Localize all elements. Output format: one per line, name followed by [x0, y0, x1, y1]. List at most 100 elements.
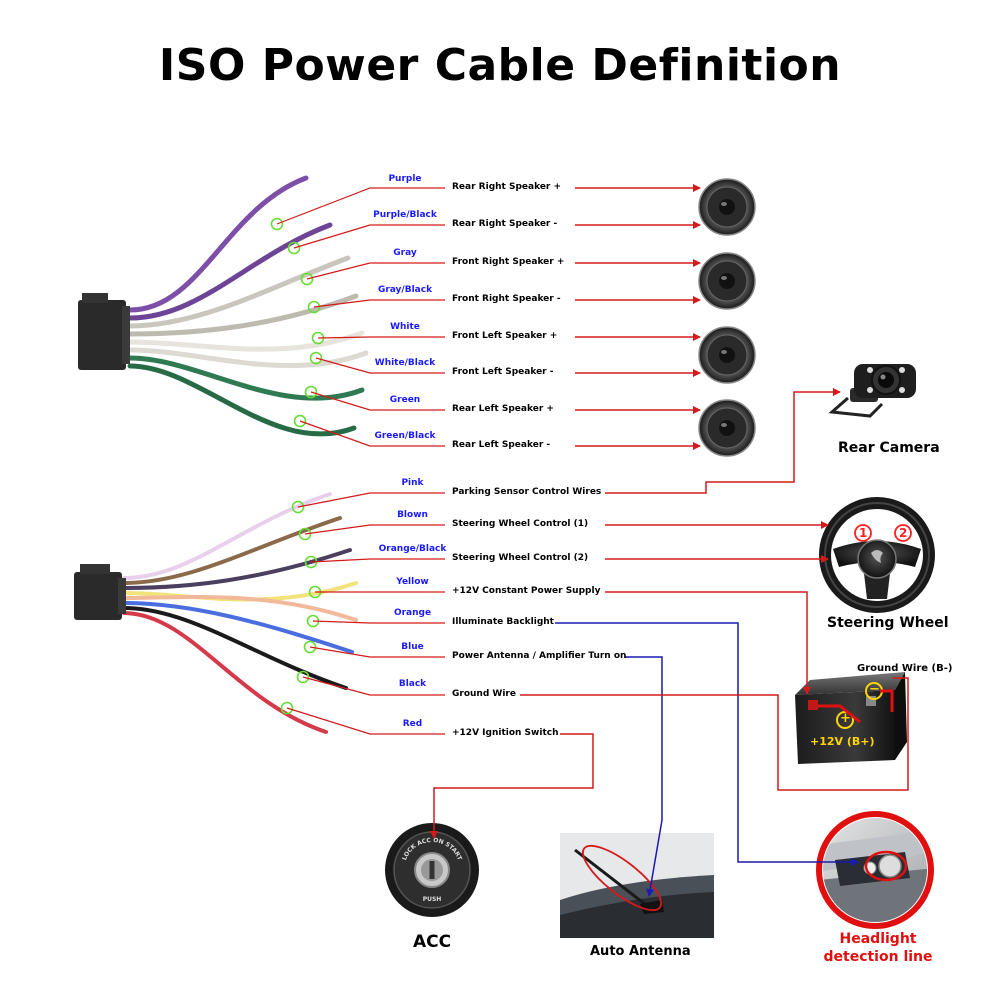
wire-function-label: Rear Left Speaker + — [452, 404, 554, 414]
wire-function-label: Front Right Speaker + — [452, 257, 565, 267]
battery-minus-label: − — [869, 682, 880, 697]
wire-function-label: Rear Left Speaker - — [452, 440, 551, 450]
joint-ring — [304, 385, 318, 399]
headlight-photo — [816, 811, 934, 929]
steering-mark-1: 1 — [859, 526, 868, 540]
joint-ring — [300, 272, 314, 286]
wire-function-label: Rear Right Speaker - — [452, 219, 558, 229]
power-harness — [74, 492, 358, 734]
power-wire — [122, 606, 348, 690]
speaker-icon — [698, 178, 756, 236]
acc-label: ACC — [413, 932, 452, 952]
battery-plus-label: + — [840, 711, 851, 726]
wire-function-label: Front Right Speaker - — [452, 294, 561, 304]
wire-color-label: White/Black — [374, 358, 436, 368]
power-wire — [122, 492, 332, 580]
leader-line — [276, 187, 445, 225]
wire-color-label: Red — [402, 719, 423, 729]
leader-line — [297, 492, 445, 508]
leader-line — [309, 646, 445, 658]
wire-color-label: Green/Black — [374, 431, 436, 441]
wire-color-label: Green — [389, 395, 421, 405]
leader-line — [293, 224, 445, 249]
power-wire — [122, 595, 358, 622]
acc-push-text: PUSH — [423, 896, 442, 903]
leader-line — [312, 620, 445, 624]
auto-antenna-label: Auto Antenna — [590, 944, 691, 959]
leader-line — [313, 299, 445, 308]
wire-color-label: White — [390, 322, 420, 332]
leader-line — [310, 391, 445, 411]
wire-color-label: Purple/Black — [373, 210, 437, 220]
speaker-wire — [127, 330, 365, 352]
power-wire — [122, 601, 354, 654]
speaker-wire — [127, 255, 351, 329]
wire-function-label: Parking Sensor Control Wires — [452, 487, 602, 497]
wire-function-label: Steering Wheel Control (2) — [452, 553, 589, 563]
joint-ring — [291, 500, 305, 514]
speaker-wire — [127, 363, 357, 437]
wire-color-label: Yellow — [396, 577, 429, 587]
speaker-wire — [127, 222, 333, 321]
ground-wire-b-minus-label: Ground Wire (B-) — [857, 663, 953, 674]
speaker-connector-plug — [78, 300, 126, 370]
headlight-label-line2: detection line — [823, 949, 933, 965]
battery-icon — [795, 672, 907, 764]
wire-color-label: Gray — [393, 248, 417, 258]
steering-wheel-icon — [819, 497, 935, 613]
joint-ring — [296, 670, 310, 684]
speaker-icon — [698, 326, 756, 384]
joint-ring — [307, 300, 321, 314]
connector-lines — [430, 388, 909, 897]
leader-line — [299, 420, 445, 447]
battery-label: +12V (B+) — [810, 735, 875, 748]
auto-antenna-photo — [560, 833, 714, 938]
wire-function-label: Ground Wire — [452, 689, 516, 699]
steering-mark-2: 2 — [899, 526, 908, 540]
wire-color-label: Orange/Black — [378, 544, 447, 554]
wire-function-label: +12V Ignition Switch — [452, 728, 559, 738]
wire-function-label: +12V Constant Power Supply — [452, 586, 601, 596]
joint-ring — [298, 527, 312, 541]
power-wire — [122, 611, 328, 734]
wire-color-label: Blown — [397, 510, 428, 520]
joint-ring — [270, 217, 284, 231]
headlight-label-line1: Headlight — [839, 931, 917, 947]
speaker-wire — [127, 355, 365, 401]
leader-line — [304, 524, 445, 535]
speaker-wire — [127, 347, 369, 369]
acc-ignition-icon: LOCK ACC ON START PUSH — [385, 823, 479, 917]
leader-line — [306, 262, 445, 280]
joint-ring — [293, 414, 307, 428]
headlight-label: Headlight detection line — [818, 930, 938, 966]
wire-color-label: Gray/Black — [377, 285, 433, 295]
wire-function-label: Power Antenna / Amplifier Turn on — [452, 651, 627, 661]
wire-color-label: Blue — [401, 642, 424, 652]
wire-color-label: Purple — [388, 174, 422, 184]
speaker-wire — [127, 293, 359, 337]
leader-line — [302, 676, 445, 696]
leader-line — [317, 336, 445, 339]
leader-line — [286, 707, 445, 735]
power-wire — [122, 548, 352, 590]
joint-ring — [287, 241, 301, 255]
wire-color-label: Pink — [401, 478, 424, 488]
power-connector-plug — [74, 572, 122, 620]
rear-camera-icon — [828, 364, 916, 418]
joint-ring — [309, 351, 323, 365]
wire-function-label: Rear Right Speaker + — [452, 182, 562, 192]
wire-color-label: Black — [398, 679, 427, 689]
speaker-icon — [698, 399, 756, 457]
joint-ring — [280, 701, 294, 715]
wire-function-label: Illuminate Backlight — [452, 617, 554, 627]
leader-line — [310, 558, 445, 563]
speaker-wire — [127, 175, 309, 313]
steering-wheel-label: Steering Wheel — [827, 615, 949, 631]
speaker-harness — [78, 175, 369, 437]
wire-function-label: Front Left Speaker - — [452, 367, 554, 377]
wire-color-label: Orange — [393, 608, 432, 618]
wire-function-label: Steering Wheel Control (1) — [452, 519, 589, 529]
leader-line — [315, 357, 445, 374]
